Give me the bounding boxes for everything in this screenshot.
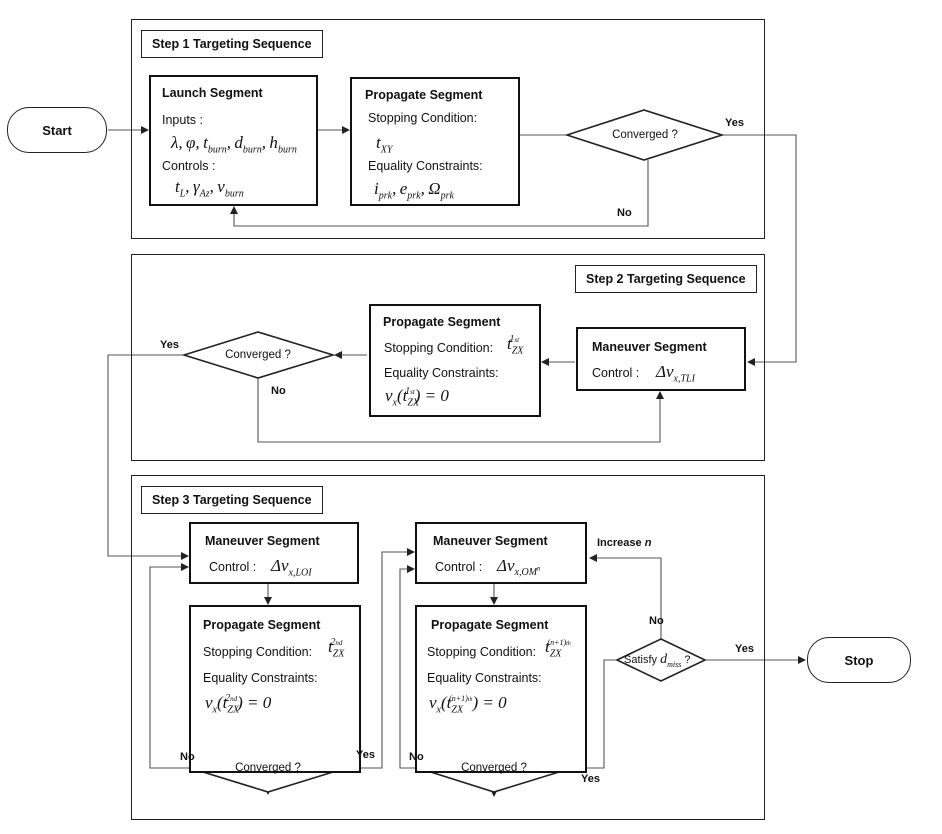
step2-yes-label: Yes <box>160 339 179 351</box>
propagate-2nd-eq-math: vx(tZX2nd) = 0 <box>205 693 272 716</box>
step2-control-label: Control : <box>592 366 640 380</box>
step1-title: Step 1 Targeting Sequence <box>141 30 323 58</box>
maneuver-om-control-math: Δvx,OMn <box>497 556 541 579</box>
propagate-2nd-eq-label: Equality Constraints: <box>203 671 318 685</box>
launch-inputs-label: Inputs : <box>162 113 203 127</box>
propagate-2nd-box: Propagate Segment Stopping Condition: tZ… <box>189 605 361 773</box>
propagate-2nd-stop-label: Stopping Condition: <box>203 645 313 659</box>
propagate-nth-stop-label: Stopping Condition: <box>427 645 537 659</box>
maneuver-om-title: Maneuver Segment <box>433 534 548 548</box>
step1-no-label: No <box>617 207 632 219</box>
step2-eq-label: Equality Constraints: <box>384 366 499 380</box>
step3-yes-b-label: Yes <box>581 773 600 785</box>
propagate-nth-eq-math: vx(tZX(n+1)th) = 0 <box>429 693 507 716</box>
satisfy-yes-label: Yes <box>735 643 754 655</box>
step1-frame <box>131 19 765 239</box>
satisfy-math: dmiss <box>660 652 682 669</box>
maneuver-loi-control-label: Control : <box>209 560 257 574</box>
step3-decision-a-text: Converged ? <box>235 762 301 774</box>
step3-decision-b-text: Converged ? <box>461 762 527 774</box>
step1-decision-text: Converged ? <box>612 129 678 141</box>
step1-eq-math: iprk, eprk, Ωprk <box>374 179 454 202</box>
step3-no-b-label: No <box>409 751 424 763</box>
maneuver-loi-control-math: Δvx,LOI <box>271 556 312 579</box>
satisfy-no-label: No <box>649 615 664 627</box>
step2-stop-math: tZX1st <box>507 334 524 357</box>
satisfy-text: Satisfy dmiss ? <box>624 652 691 669</box>
step1-propagate-title: Propagate Segment <box>365 88 483 102</box>
propagate-nth-stop-math: tZX(n+1)th <box>545 637 571 660</box>
step3-frame <box>131 475 765 820</box>
step2-control-math: Δvx,TLI <box>656 362 695 385</box>
propagate-2nd-title: Propagate Segment <box>203 618 321 632</box>
step2-maneuver-title: Maneuver Segment <box>592 340 707 354</box>
step1-stop-math: tXY <box>376 133 393 156</box>
step1-stop-label: Stopping Condition: <box>368 111 478 125</box>
maneuver-om-control-label: Control : <box>435 560 483 574</box>
stop-label: Stop <box>844 652 874 668</box>
step3-yes-a-label: Yes <box>356 749 375 761</box>
start-label: Start <box>42 122 72 138</box>
maneuver-loi-box: Maneuver Segment Control : Δvx,LOI <box>189 522 359 584</box>
launch-segment-box: Launch Segment Inputs : λ, φ, tburn, dbu… <box>149 75 318 206</box>
satisfy-diamond <box>615 638 707 682</box>
step1-propagate-box: Propagate Segment Stopping Condition: tX… <box>350 77 520 206</box>
step2-propagate-title: Propagate Segment <box>383 315 501 329</box>
launch-segment-title: Launch Segment <box>162 86 263 100</box>
step2-decision-diamond <box>181 331 336 379</box>
step2-maneuver-box: Maneuver Segment Control : Δvx,TLI <box>576 327 746 391</box>
maneuver-loi-title: Maneuver Segment <box>205 534 320 548</box>
step2-decision-text: Converged ? <box>225 349 291 361</box>
stop-terminal: Stop <box>807 637 911 683</box>
satisfy-suffix: ? <box>684 654 691 666</box>
step2-title: Step 2 Targeting Sequence <box>575 265 757 293</box>
step3-no-a-label: No <box>180 751 195 763</box>
launch-inputs-math: λ, φ, tburn, dburn, hburn <box>171 133 297 156</box>
step2-propagate-box: Propagate Segment Stopping Condition: tZ… <box>369 304 541 417</box>
step2-eq-math: vx(tZX1st) = 0 <box>385 386 449 409</box>
step1-decision-diamond <box>564 109 725 161</box>
maneuver-om-box: Maneuver Segment Control : Δvx,OMn <box>415 522 587 584</box>
launch-controls-math: tL, γAz, vburn <box>175 177 244 200</box>
step2-frame <box>131 254 765 461</box>
step1-yes-label: Yes <box>725 117 744 129</box>
propagate-nth-title: Propagate Segment <box>431 618 549 632</box>
step3-title: Step 3 Targeting Sequence <box>141 486 323 514</box>
propagate-nth-box: Propagate Segment Stopping Condition: tZ… <box>415 605 587 773</box>
propagate-nth-eq-label: Equality Constraints: <box>427 671 542 685</box>
propagate-2nd-stop-math: tZX2nd <box>328 637 345 660</box>
step2-stop-label: Stopping Condition: <box>384 341 494 355</box>
start-terminal: Start <box>7 107 107 153</box>
launch-controls-label: Controls : <box>162 159 216 173</box>
satisfy-prefix: Satisfy <box>624 654 658 666</box>
step1-eq-label: Equality Constraints: <box>368 159 483 173</box>
step2-no-label: No <box>271 385 286 397</box>
increase-n-label: Increase n <box>597 537 652 549</box>
